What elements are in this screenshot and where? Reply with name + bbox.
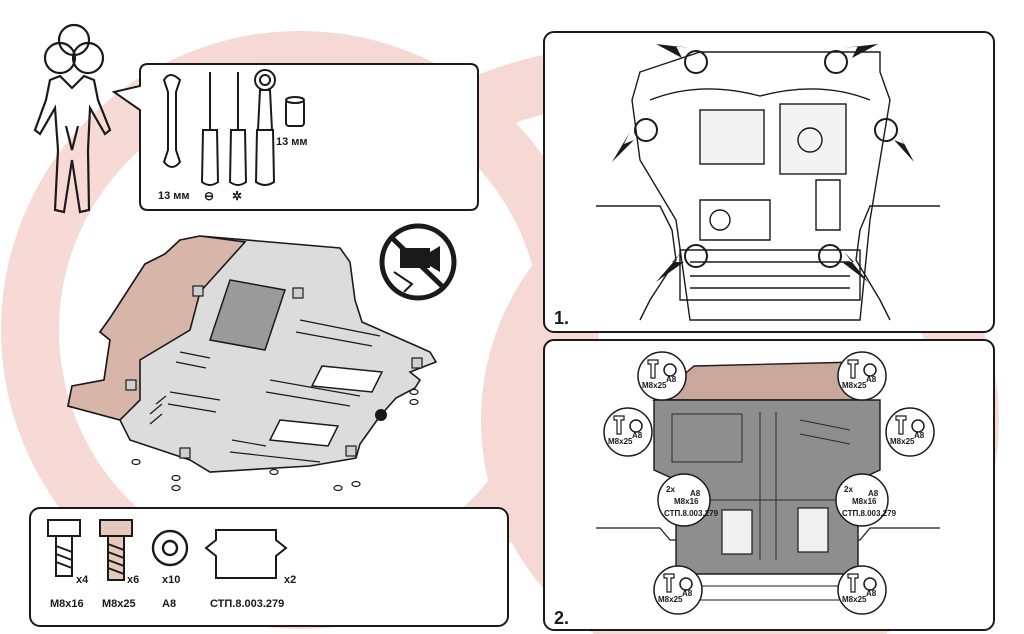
washer-icon <box>863 363 877 377</box>
callout-washer-label: A8 <box>632 431 643 440</box>
combo-qty: 2x <box>666 485 675 494</box>
star-screwdriver-icon <box>228 72 248 186</box>
skid-plate-drawing <box>67 235 438 492</box>
plate-qty: x2 <box>284 574 296 586</box>
callout-washer-label: A8 <box>666 375 677 384</box>
bolt-icon <box>613 415 625 435</box>
callout-washer-label: A8 <box>866 375 877 384</box>
callout-bolt-label: M8x25 <box>842 595 867 604</box>
callout-bolt-label: M8x25 <box>890 437 915 446</box>
plate-label: СТП.8.003.279 <box>210 598 284 610</box>
callout-bolt-label: M8x25 <box>642 381 667 390</box>
wrench-size-label: 13 мм <box>158 190 190 202</box>
step-1-mount-markers <box>634 50 898 268</box>
callout-circle <box>657 473 711 527</box>
bolt-m8x16-icon <box>47 519 81 577</box>
person-icon <box>33 23 112 214</box>
bolt-m8x25-qty: x6 <box>127 574 139 586</box>
combo-washer-label: A8 <box>690 489 701 498</box>
combo-bolt-label: M8x16 <box>674 497 699 506</box>
callout-washer-label: A8 <box>866 589 877 598</box>
callout-circle <box>637 351 687 401</box>
star-tip-symbol: ✲ <box>232 189 242 203</box>
socket-icon <box>285 96 305 127</box>
bolt-icon <box>847 359 859 379</box>
callout-bolt-label: M8x25 <box>842 381 867 390</box>
callout-circle <box>603 407 653 457</box>
combo-plate-label: СТП.8.003.279 <box>664 509 719 518</box>
washer-a8-label: A8 <box>162 598 176 610</box>
step-2-callouts: M8x25A8M8x25A8M8x25A8M8x25A8M8x25A8M8x25… <box>603 351 935 615</box>
no-engine-running-icon <box>379 223 457 301</box>
washer-icon <box>629 419 643 433</box>
step-1-car-front-drawing <box>596 51 940 321</box>
step-1-number: 1. <box>554 308 569 328</box>
bolt-icon <box>663 573 675 593</box>
washer-a8-icon <box>151 529 189 567</box>
bolt-m8x16-label: M8x16 <box>50 598 84 610</box>
bolt-icon <box>895 415 907 435</box>
flat-screwdriver-icon <box>200 72 220 186</box>
washer-icon <box>679 577 693 591</box>
step-2-installed-plate-drawing <box>596 361 940 601</box>
combo-plate-label: СТП.8.003.279 <box>842 509 897 518</box>
callout-bolt-label: M8x25 <box>608 437 633 446</box>
callout-bolt-label: M8x25 <box>658 595 683 604</box>
bolt-m8x25-icon <box>99 519 133 581</box>
step-2-number: 2. <box>554 608 569 628</box>
plate-icon <box>204 529 288 579</box>
flat-tip-symbol: ⊖ <box>204 189 214 203</box>
bolt-icon <box>647 359 659 379</box>
washer-icon <box>663 363 677 377</box>
bolt-icon <box>847 573 859 593</box>
ratchet-icon <box>254 69 276 186</box>
socket-size-label: 13 мм <box>276 136 308 148</box>
callout-circle <box>653 565 703 615</box>
combo-washer-label: A8 <box>868 489 879 498</box>
bolt-m8x25-label: M8x25 <box>102 598 136 610</box>
bolt-m8x16-qty: x4 <box>76 574 89 586</box>
callout-washer-label: A8 <box>914 431 925 440</box>
callout-circle <box>837 565 887 615</box>
wrench-icon <box>162 74 182 168</box>
step-1-arrows <box>612 44 914 282</box>
washer-icon <box>863 577 877 591</box>
callout-circle <box>885 407 935 457</box>
washer-a8-qty: x10 <box>162 574 180 586</box>
callout-washer-label: A8 <box>682 589 693 598</box>
callout-circle <box>837 351 887 401</box>
washer-icon <box>911 419 925 433</box>
combo-bolt-label: M8x16 <box>852 497 877 506</box>
combo-qty: 2x <box>844 485 853 494</box>
callout-circle <box>835 473 889 527</box>
